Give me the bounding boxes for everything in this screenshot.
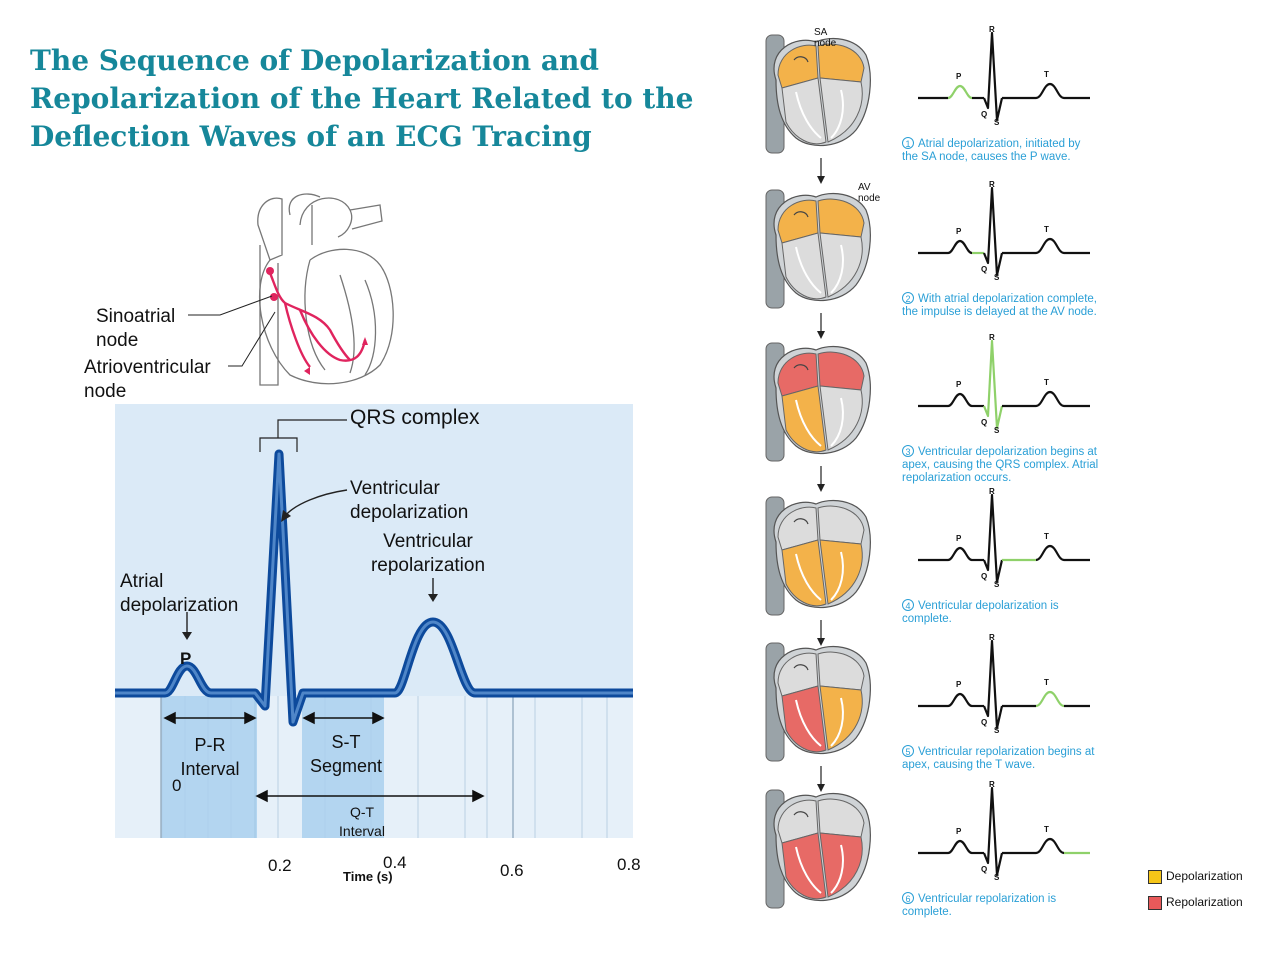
sequence-arrow	[817, 620, 825, 646]
wave-letter-q: Q	[981, 718, 988, 727]
step-caption-line: Ventricular depolarization is	[918, 600, 1059, 612]
step-caption-line: Ventricular depolarization begins at	[918, 446, 1098, 458]
wave-letter-q: Q	[981, 572, 988, 581]
mini-ecg-trace	[918, 31, 1090, 122]
node-leader-lines	[188, 295, 276, 367]
wave-letter-r: R	[989, 633, 995, 642]
step-caption-line: apex, causing the T wave.	[902, 759, 1036, 771]
wave-letter-q: Q	[981, 865, 988, 874]
av-node-label: AV node	[858, 182, 881, 204]
step-caption-line: With atrial depolarization complete,	[918, 293, 1097, 305]
step-caption-line: Atrial depolarization, initiated by	[918, 138, 1081, 150]
step-caption-line: complete.	[902, 613, 952, 625]
heart-state-illustration	[765, 789, 871, 909]
wave-letter-t: T	[1044, 70, 1049, 79]
wave-letter-s: S	[994, 273, 1000, 282]
wave-letter-p: P	[956, 827, 962, 836]
mini-ecg-trace	[918, 639, 1090, 730]
wave-letter-p: P	[956, 380, 962, 389]
ecg-tracing-panel	[115, 404, 633, 838]
wave-letter-t: T	[1044, 225, 1049, 234]
step-number: 4	[902, 599, 914, 611]
wave-letter-s: S	[994, 580, 1000, 589]
wave-letter-r: R	[989, 180, 995, 189]
repolarization-legend-label: Repolarization	[1166, 895, 1243, 909]
heart-state-illustration	[765, 496, 871, 616]
wave-letter-t: T	[1044, 825, 1049, 834]
step-caption: 2 With atrial depolarization complete,the…	[902, 292, 1152, 319]
step-caption-line: apex, causing the QRS complex. Atrial	[902, 459, 1099, 471]
depolarization-swatch	[1148, 870, 1162, 884]
step-number: 3	[902, 445, 914, 457]
sequence-arrow	[817, 766, 825, 792]
sa-node-label: SA node	[814, 27, 837, 49]
step-caption-line: complete.	[902, 906, 952, 918]
repolarization-swatch	[1148, 896, 1162, 910]
step-number: 6	[902, 892, 914, 904]
step-caption-line: repolarization occurs.	[902, 472, 1012, 484]
wave-letter-r: R	[989, 25, 995, 34]
depolarization-legend-label: Depolarization	[1166, 869, 1243, 883]
p-wave-label: P	[180, 649, 192, 668]
qrs-complex-label: QRS complex	[350, 406, 480, 429]
wave-letter-s: S	[994, 426, 1000, 435]
heart-state-illustration	[765, 642, 871, 762]
wave-letter-s: S	[994, 726, 1000, 735]
x-tick-0.4: 0.4	[383, 853, 407, 872]
heart-state-illustration	[765, 342, 871, 462]
heart-state-illustration	[765, 34, 871, 154]
wave-letter-r: R	[989, 333, 995, 342]
x-tick-0.6: 0.6	[500, 861, 524, 880]
step-caption-line: Ventricular repolarization begins at	[918, 746, 1095, 758]
mini-ecg-trace	[918, 493, 1090, 584]
page-title: The Sequence of Depolarization and Repol…	[30, 44, 694, 153]
step-number: 5	[902, 745, 914, 757]
heart-conduction-illustration	[257, 193, 394, 386]
wave-letter-p: P	[956, 680, 962, 689]
wave-letter-q: Q	[981, 110, 988, 119]
x-tick-0.2: 0.2	[268, 856, 292, 875]
wave-letter-q: Q	[981, 418, 988, 427]
wave-letter-q: Q	[981, 265, 988, 274]
wave-letter-t: T	[1044, 678, 1049, 687]
mini-ecg-trace	[918, 186, 1090, 277]
wave-letter-r: R	[989, 487, 995, 496]
step-caption-line: Ventricular repolarization is	[918, 893, 1057, 905]
heart-state-illustration	[765, 189, 871, 309]
step-number: 2	[902, 292, 914, 304]
step-number: 1	[902, 137, 914, 149]
mini-ecg-trace	[918, 339, 1090, 430]
x-axis-label: Time (s)	[343, 869, 393, 884]
wave-letter-s: S	[994, 873, 1000, 882]
wave-letter-p: P	[956, 72, 962, 81]
wave-letter-r: R	[989, 780, 995, 789]
sequence-arrow	[817, 466, 825, 492]
sequence-arrow	[817, 158, 825, 184]
mini-ecg-trace	[918, 786, 1090, 877]
x-tick-0.8: 0.8	[617, 855, 641, 874]
step-caption-line: the impulse is delayed at the AV node.	[902, 306, 1097, 318]
wave-letter-p: P	[956, 227, 962, 236]
sequence-arrow	[817, 313, 825, 339]
step-caption-line: the SA node, causes the P wave.	[902, 151, 1071, 163]
x-tick-0: 0	[172, 776, 182, 795]
wave-letter-p: P	[956, 534, 962, 543]
wave-letter-t: T	[1044, 532, 1049, 541]
wave-letter-s: S	[994, 118, 1000, 127]
wave-letter-t: T	[1044, 378, 1049, 387]
